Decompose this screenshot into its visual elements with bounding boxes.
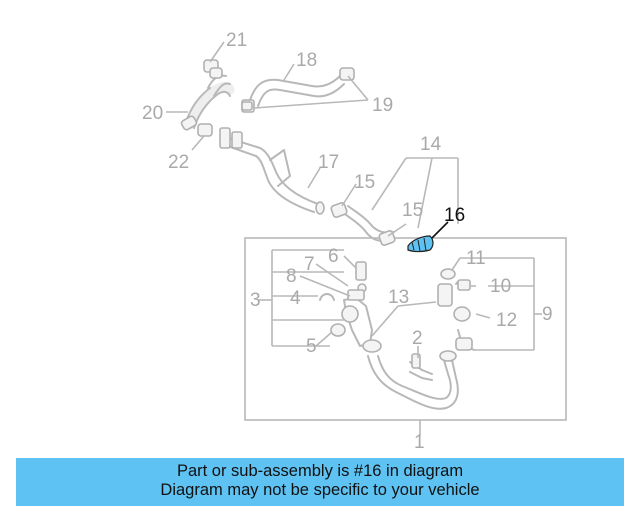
clamp-12 xyxy=(453,306,471,322)
callout-7: 7 xyxy=(304,254,315,275)
clamp-10 xyxy=(457,279,471,291)
callout-18: 18 xyxy=(296,50,317,71)
clamp-19 xyxy=(241,67,355,111)
callout-13: 13 xyxy=(388,287,409,308)
oring-5 xyxy=(330,323,346,337)
callout-10: 10 xyxy=(490,276,511,297)
callout-21: 21 xyxy=(226,30,247,51)
leader-lines xyxy=(166,41,542,436)
clamp-4 xyxy=(319,293,335,301)
callout-22: 22 xyxy=(168,152,189,173)
callout-16: 16 xyxy=(444,205,465,226)
callout-6: 6 xyxy=(328,246,339,267)
hose-9-lower xyxy=(455,329,475,351)
callout-15b: 15 xyxy=(402,200,423,221)
callout-5: 5 xyxy=(306,336,317,357)
engine-block-outline xyxy=(244,237,567,421)
pipe-17 xyxy=(219,127,325,215)
callout-3: 3 xyxy=(250,290,261,311)
oring-11 xyxy=(440,268,456,280)
callout-9: 9 xyxy=(542,304,553,325)
banner-line-2: Diagram may not be specific to your vehi… xyxy=(160,481,480,499)
banner-line-1: Part or sub-assembly is #16 in diagram xyxy=(176,462,464,480)
callout-19: 19 xyxy=(372,95,393,116)
callout-20: 20 xyxy=(142,103,163,124)
callout-8: 8 xyxy=(286,266,297,287)
callout-labels: 21 18 20 19 22 14 17 15 15 16 6 7 8 4 3 … xyxy=(142,30,553,453)
callout-2: 2 xyxy=(412,328,423,349)
callout-1: 1 xyxy=(414,432,425,453)
pipe-1 xyxy=(367,350,459,410)
callout-14: 14 xyxy=(420,134,442,155)
hose-2 xyxy=(409,353,433,381)
clamp-22 xyxy=(197,123,213,137)
hose-18 xyxy=(241,75,345,113)
housing-3 xyxy=(341,289,373,347)
hose-16-highlighted xyxy=(407,235,434,253)
outlet-6 xyxy=(355,261,367,293)
callout-12: 12 xyxy=(496,310,517,331)
callout-11: 11 xyxy=(466,248,486,269)
callout-4: 4 xyxy=(290,288,301,309)
callout-15a: 15 xyxy=(354,172,375,193)
callout-17: 17 xyxy=(318,152,339,173)
hose-20 xyxy=(180,74,235,131)
clamp-13 xyxy=(362,339,382,353)
clamp-21 xyxy=(203,59,223,79)
hose-15 xyxy=(330,202,396,246)
info-banner: Part or sub-assembly is #16 in diagram D… xyxy=(16,458,624,506)
